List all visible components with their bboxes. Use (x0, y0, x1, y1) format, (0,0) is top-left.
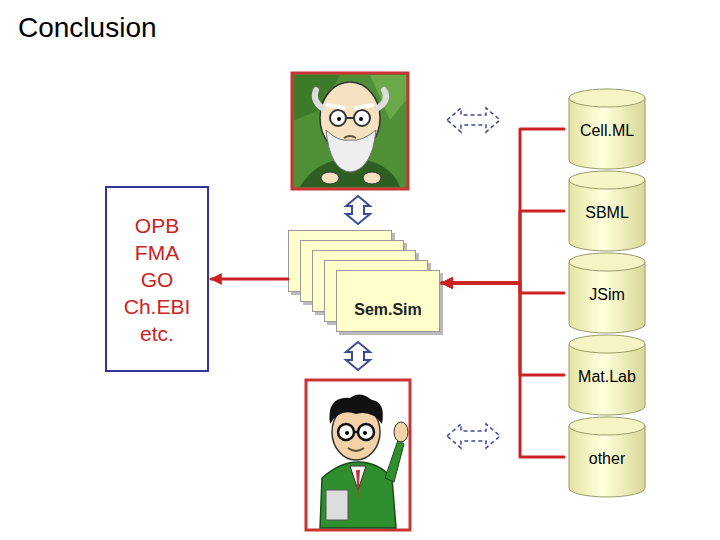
model-stack: Sem.Sim (288, 230, 440, 332)
format-name: Mat.Lab (568, 368, 646, 386)
format-name: SBML (568, 204, 646, 222)
red-arrow (442, 283, 564, 293)
hollow-double-arrow (346, 342, 370, 370)
hollow-double-arrow (346, 196, 370, 224)
ontology-list: OPB FMA GO Ch.EBI etc. (124, 212, 191, 347)
model-card: Sem.Sim (336, 270, 440, 332)
dashed-double-arrow (447, 108, 500, 132)
cylinder-body (569, 426, 645, 497)
cylinder-top (569, 89, 645, 107)
ontology-box: OPB FMA GO Ch.EBI etc. (105, 186, 209, 372)
cylinder-body (569, 262, 645, 333)
old-scientist-picture (292, 73, 408, 189)
cylinder-top (569, 417, 645, 435)
format-cylinder: Cell.ML (568, 88, 646, 170)
red-arrow (442, 129, 564, 283)
cylinder-top (569, 335, 645, 353)
cylinder-body (569, 180, 645, 251)
format-cylinder: JSim (568, 252, 646, 334)
red-arrow (442, 211, 564, 283)
dashed-double-arrow (447, 424, 500, 448)
red-arrow (442, 283, 564, 375)
format-name: other (568, 450, 646, 468)
format-cylinder: SBML (568, 170, 646, 252)
slide-title: Conclusion (18, 12, 157, 44)
cylinder-top (569, 253, 645, 271)
cylinder-top (569, 171, 645, 189)
tool-name: Sem.Sim (354, 301, 422, 319)
format-name: JSim (568, 286, 646, 304)
format-name: Cell.ML (568, 122, 646, 140)
cylinder-body (569, 98, 645, 169)
format-cylinder: Mat.Lab (568, 334, 646, 416)
format-cylinder: other (568, 416, 646, 498)
red-arrow (211, 278, 288, 281)
cylinder-body (569, 344, 645, 415)
red-arrow (442, 283, 564, 457)
young-scientist-picture (306, 380, 410, 530)
